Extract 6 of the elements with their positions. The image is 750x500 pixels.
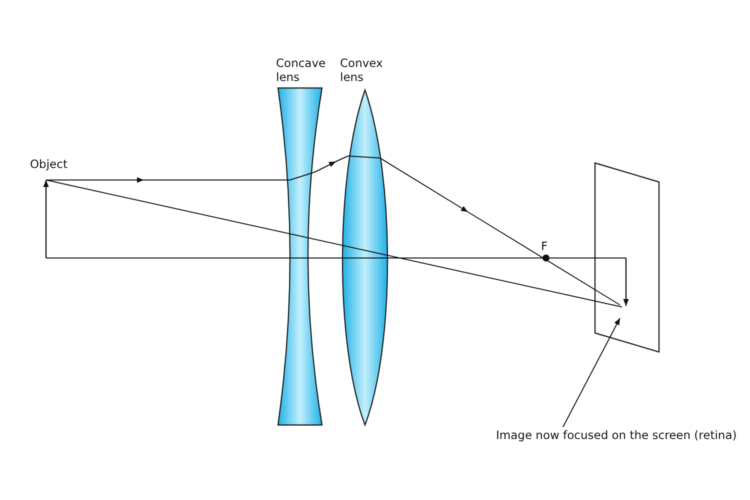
focal-point-label: F [541, 239, 548, 253]
object-label: Object [30, 157, 68, 171]
leader-line [562, 318, 620, 428]
lens-label: Convex lens [340, 56, 384, 84]
lens-label: Concave lens [276, 56, 326, 84]
callout-text: Image now focused on the screen (retina) [496, 428, 736, 442]
